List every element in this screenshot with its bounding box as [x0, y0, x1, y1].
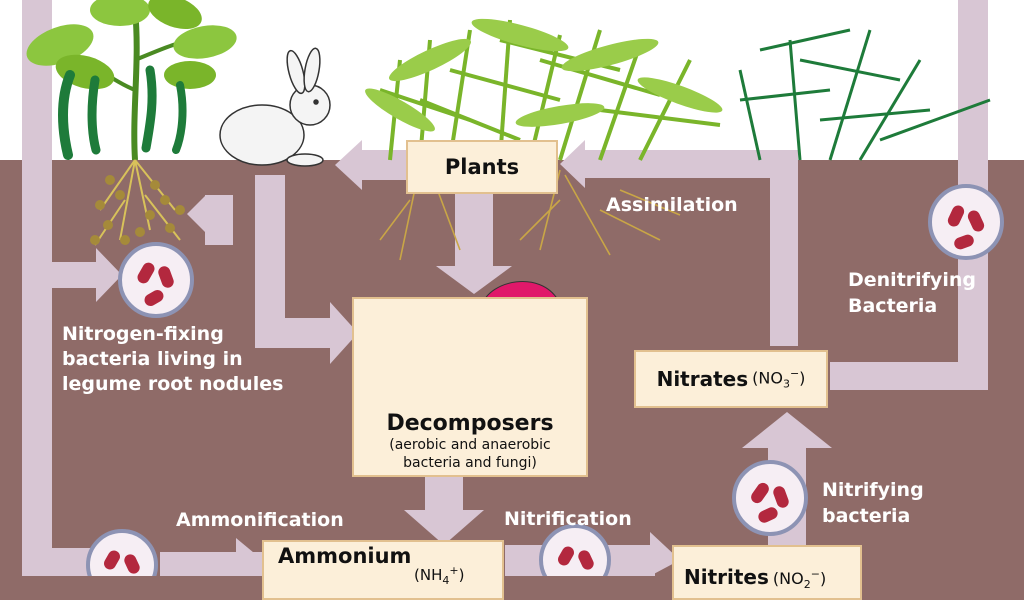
decomposers-down-pipe	[425, 475, 463, 515]
dark-plant	[738, 28, 991, 161]
ammonium-box: Ammonium (NH4+)	[262, 540, 504, 600]
grass-leaves	[365, 18, 723, 132]
root-nodules	[90, 175, 185, 245]
ammonium-formula-text: (NH	[414, 566, 443, 584]
nitrates-box: Nitrates (NO3−)	[634, 350, 828, 408]
assimilation-vertical	[770, 150, 798, 346]
nitrates-close: )	[799, 368, 806, 388]
nitrites-superscript: −	[810, 567, 820, 581]
nitrifying-label-line1: Nitrifying	[822, 479, 924, 501]
ammonium-superscript: +	[449, 564, 459, 577]
assimilation-label: Assimilation	[606, 194, 738, 216]
nodule-bacteria	[118, 242, 194, 318]
nitrifying-bacteria	[732, 460, 808, 536]
nitrification-label: Nitrification	[504, 508, 632, 530]
arrow-to-nodules-head	[96, 248, 122, 302]
denitrifying-label-line1: Denitrifying	[848, 269, 976, 291]
arrow-to-nodules	[40, 262, 100, 288]
to-decomposers-head	[330, 302, 358, 364]
nitrates-formula-text: (NO	[752, 368, 783, 388]
plants-label: Plants	[444, 155, 520, 179]
nodule-up-head	[187, 196, 205, 232]
nitrites-close: )	[819, 569, 827, 588]
cycle-arrows	[22, 0, 988, 576]
decomposers-down-head	[404, 510, 484, 545]
rabbit	[219, 47, 331, 167]
nitrites-up-head	[742, 412, 832, 448]
nitrogen-fixing-label-line3: legume root nodules	[62, 373, 284, 395]
denitrifying-bacteria	[928, 184, 1004, 260]
decomposers-subtitle-2: bacteria and fungi)	[403, 455, 537, 471]
nitrates-label: Nitrates	[656, 367, 749, 391]
ammonification-label: Ammonification	[176, 509, 344, 531]
ammonium-label: Ammonium	[278, 544, 412, 568]
nitrites-label: Nitrites	[684, 565, 769, 589]
nitrates-superscript: −	[789, 367, 800, 381]
nitrites-formula-text: (NO	[772, 569, 804, 588]
legume-plant	[26, 0, 237, 161]
rabbit-down-pipe	[255, 175, 285, 345]
ammonification-bacteria	[86, 529, 158, 576]
decomposers-box: Decomposers (aerobic and anaerobic bacte…	[352, 297, 588, 477]
denitrify-horizontal	[830, 362, 988, 390]
plants-left-head	[335, 140, 362, 190]
nitrogen-fixing-label-line2: bacteria living in	[62, 348, 243, 370]
to-decomposers-pipe	[255, 318, 335, 348]
assimilation-head	[560, 140, 585, 188]
ammonium-close: )	[458, 566, 465, 584]
nitrites-box: Nitrites(NO2−)	[672, 545, 862, 600]
decomposers-subtitle-1: (aerobic and anaerobic	[389, 437, 551, 453]
assimilation-horizontal	[578, 150, 798, 178]
nitrites-formula: (NO2−)	[772, 567, 827, 592]
nodule-up-pipe	[205, 195, 233, 245]
to-ammonium-head	[236, 538, 265, 576]
plants-down-pipe	[455, 190, 493, 270]
denitrifying-label-line2: Bacteria	[848, 295, 938, 317]
nitrites-subscript: 2	[803, 578, 811, 592]
plants-left-pipe	[360, 150, 410, 180]
nitrification-bacteria	[539, 524, 611, 576]
nitrifying-label-line2: bacteria	[822, 505, 911, 527]
nitrogen-fixing-label-line1: Nitrogen-fixing	[62, 323, 224, 345]
nitrates-formula: (NO3−)	[752, 367, 805, 391]
nitrification-head	[650, 532, 680, 576]
nitrites-row: Nitrites(NO2−)	[684, 565, 826, 591]
decomposers-title: Decomposers	[386, 411, 554, 436]
plants-box: Plants	[406, 140, 558, 194]
nitrates-subscript: 3	[782, 377, 790, 391]
plants-down-head	[436, 266, 512, 294]
